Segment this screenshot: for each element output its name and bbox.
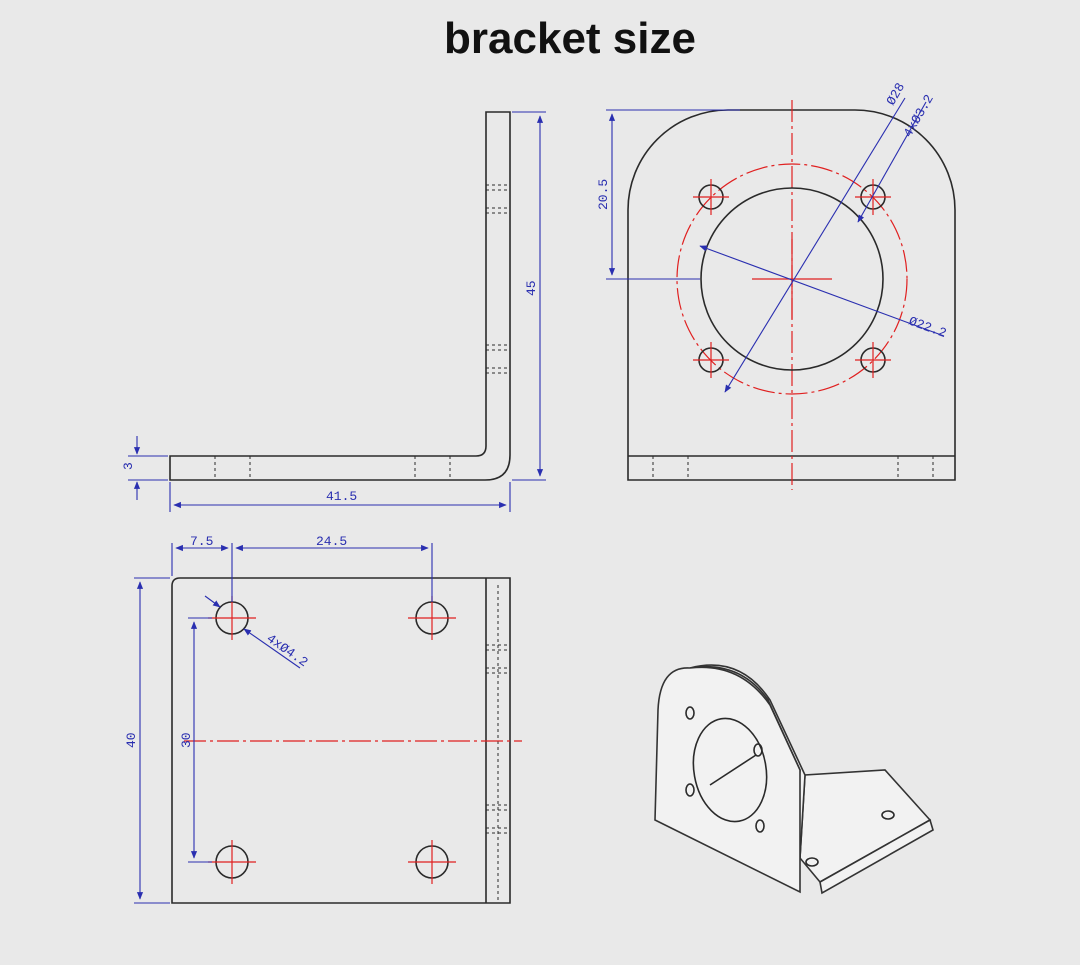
dim-top-x-extension xyxy=(171,543,433,602)
dim-bore-leader xyxy=(699,245,945,337)
top-mount-holes xyxy=(208,596,456,884)
dim-30-label: 30 xyxy=(179,732,194,748)
dim-24-5-label: 24.5 xyxy=(316,534,347,549)
front-bolt-circle xyxy=(676,163,908,395)
iso-hole-2 xyxy=(753,743,763,757)
dim-bolt-circle-leader xyxy=(724,97,906,393)
front-outline xyxy=(627,109,956,481)
dim-30-extension xyxy=(188,617,212,863)
iso-hole-4 xyxy=(755,819,765,833)
dim-41-5-extension xyxy=(169,482,511,512)
page-title: bracket size xyxy=(444,14,696,63)
dim-20-5-extension xyxy=(606,109,740,280)
top-hidden-lines xyxy=(486,585,510,900)
top-outline xyxy=(171,577,511,904)
top-hole-crosses xyxy=(208,596,456,884)
dim-top-holes-leader-b xyxy=(243,628,301,669)
iso-hole-1 xyxy=(685,706,695,720)
dim-front-holes-leader xyxy=(857,101,927,223)
dim-bolt-circle-label: Ø28 xyxy=(883,80,908,108)
dim-3-label: 3 xyxy=(121,462,136,470)
front-mount-holes xyxy=(693,179,891,378)
dim-20-5-label: 20.5 xyxy=(596,179,611,210)
dim-3-extension xyxy=(128,455,168,481)
dim-40-extension xyxy=(134,577,170,904)
iso-base-hole-1 xyxy=(881,810,895,820)
front-hidden-lines xyxy=(652,456,934,480)
iso-base-side xyxy=(819,818,934,895)
front-bore xyxy=(700,187,884,371)
iso-plate-face xyxy=(654,666,801,894)
dim-7-5-label: 7.5 xyxy=(190,534,213,549)
side-profile xyxy=(169,111,511,481)
iso-hole-3 xyxy=(685,783,695,797)
dim-40-label: 40 xyxy=(124,732,139,748)
top-view: 7.5 24.5 4xØ4.2 40 30 xyxy=(124,534,522,904)
side-hidden-lines-upper xyxy=(486,184,510,214)
iso-base-hole-2 xyxy=(805,857,819,867)
front-bore-cross xyxy=(752,239,832,319)
dim-bore-label: Ø22.2 xyxy=(907,314,949,341)
side-view: 45 3 41.5 xyxy=(121,111,546,512)
isometric-view xyxy=(654,664,934,895)
dim-top-holes-label: 4xØ4.2 xyxy=(264,631,311,670)
dim-45-label: 45 xyxy=(524,280,539,296)
dim-41-5-label: 41.5 xyxy=(326,489,357,504)
front-hole-crosses xyxy=(693,179,891,378)
dim-top-holes-leader-a xyxy=(204,595,221,608)
side-hidden-lines-base xyxy=(214,456,451,480)
dim-45-extension xyxy=(512,111,546,481)
front-view: 20.5 Ø28 4xØ3.2 Ø22.2 xyxy=(596,80,956,490)
side-hidden-lines-lower xyxy=(486,344,510,374)
iso-bore-shadow-line xyxy=(709,754,757,786)
iso-bore xyxy=(692,717,768,823)
